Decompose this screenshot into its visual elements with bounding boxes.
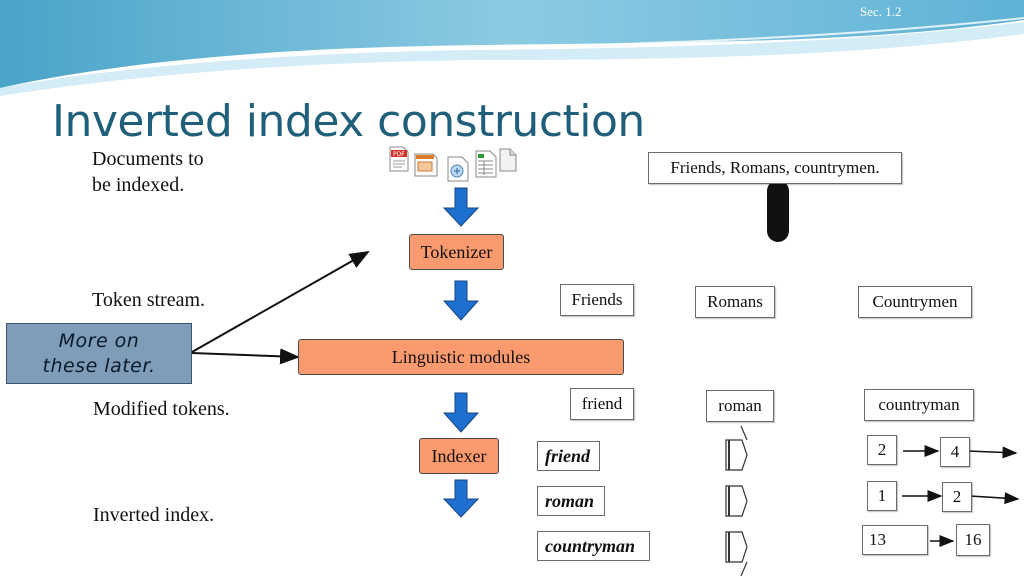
token-stream-label: Token stream. bbox=[92, 289, 206, 311]
dictionary-term-1: friend bbox=[537, 441, 600, 471]
tokenizer-box: Tokenizer bbox=[409, 234, 504, 270]
posting-2-2: 2 bbox=[942, 482, 972, 512]
document-file-icon bbox=[447, 156, 469, 182]
down-arrow-1 bbox=[442, 187, 480, 227]
slide-title: Inverted index construction bbox=[52, 96, 645, 147]
svg-text:PDF: PDF bbox=[393, 151, 405, 158]
modified-tokens-label: Modified tokens. bbox=[93, 398, 230, 420]
posting-3-1: 13 bbox=[862, 525, 928, 555]
normalized-token-box-2: roman bbox=[706, 390, 774, 422]
posting-1-2: 4 bbox=[940, 437, 970, 467]
down-arrow-4 bbox=[442, 479, 480, 518]
token-box-2: Romans bbox=[695, 286, 775, 318]
pointer-tab-1 bbox=[725, 439, 748, 471]
linguistic-modules-box: Linguistic modules bbox=[298, 339, 624, 375]
inverted-index-label: Inverted index. bbox=[93, 504, 215, 526]
note-to-tokenizer-line bbox=[191, 251, 370, 353]
document-text-box: Friends, Romans, countrymen. bbox=[648, 152, 902, 184]
tokenize-marker bbox=[767, 180, 789, 242]
down-arrow-2 bbox=[442, 280, 480, 321]
more-on-later-note: More on these later. bbox=[6, 323, 192, 384]
section-label: Sec. 1.2 bbox=[860, 4, 902, 19]
posting-1-1: 2 bbox=[867, 435, 897, 465]
normalized-token-box-3: countryman bbox=[864, 389, 974, 421]
presentation-file-icon bbox=[414, 153, 438, 177]
indexer-box: Indexer bbox=[419, 438, 499, 474]
token-box-3: Countrymen bbox=[858, 286, 972, 318]
posting-link-2b bbox=[969, 492, 1020, 505]
note-to-linguistic-line bbox=[191, 348, 300, 365]
pdf-file-icon: PDF bbox=[389, 146, 409, 172]
posting-3-2: 16 bbox=[956, 524, 990, 556]
dictionary-term-2: roman bbox=[537, 486, 605, 516]
normalized-token-box-1: friend bbox=[570, 388, 634, 420]
pointer-tab-2 bbox=[725, 485, 748, 517]
spreadsheet-file-icon bbox=[475, 150, 497, 178]
documents-label: Documents to be indexed. bbox=[92, 148, 204, 196]
down-arrow-3 bbox=[442, 392, 480, 433]
pointer-tab-3 bbox=[725, 531, 748, 563]
text-file-icon bbox=[499, 148, 517, 172]
dictionary-term-3: countryman bbox=[537, 531, 650, 561]
posting-2-1: 1 bbox=[867, 481, 897, 511]
token-box-1: Friends bbox=[560, 284, 634, 316]
posting-link-1b bbox=[967, 446, 1018, 459]
